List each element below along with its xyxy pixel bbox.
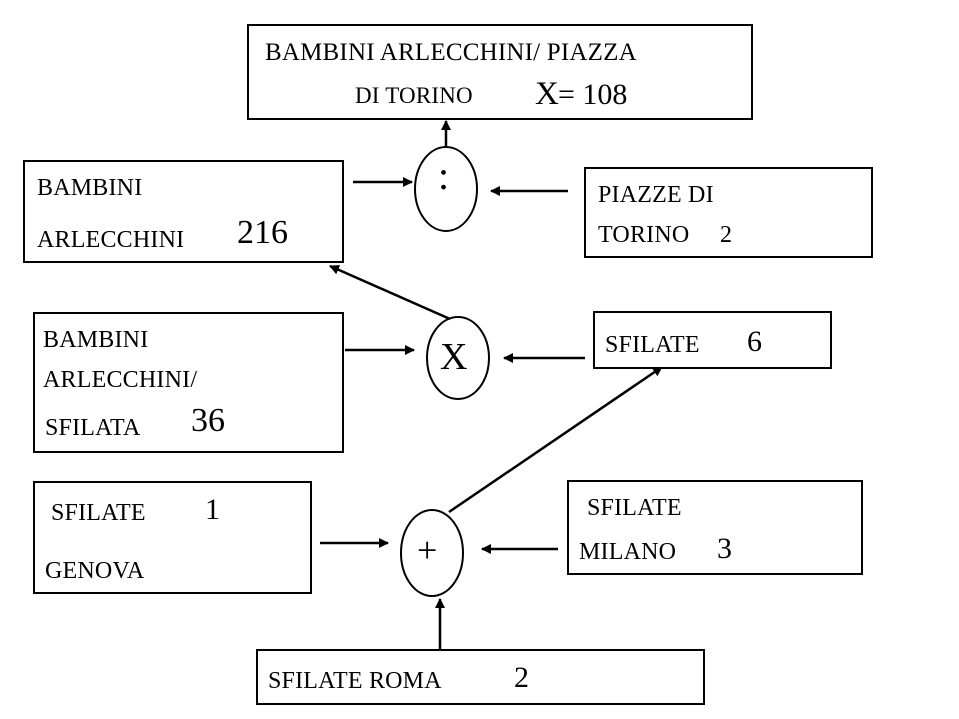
sfilate-total-text: SFILATE [605, 332, 700, 358]
genova-line1-text: SFILATE [51, 500, 146, 526]
divide-operator: : [438, 153, 450, 198]
milano-line1: SFILATE [587, 495, 682, 521]
result-unknown-x: X [535, 76, 559, 112]
total-children-box: BAMBINI ARLECCHINI 216 [23, 160, 344, 263]
per-sfilata-box: BAMBINI ARLECCHINI/ SFILATA 36 [33, 312, 344, 453]
add-operator: + [417, 530, 438, 570]
piazze-box: PIAZZE DI TORINO 2 [584, 167, 873, 258]
result-box: BAMBINI ARLECCHINI/ PIAZZA DI TORINO X =… [247, 24, 753, 120]
sfilate-total-box: SFILATE 6 [593, 311, 832, 369]
total-line2-text: ARLECCHINI [37, 227, 185, 253]
roma-box: SFILATE ROMA 2 [256, 649, 705, 705]
sfilate-total-value: 6 [747, 325, 762, 358]
result-value: = 108 [558, 78, 628, 111]
milano-box: SFILATE MILANO 3 [567, 480, 863, 575]
piazze-line1: PIAZZE DI [598, 182, 714, 208]
multiply-operator: X [440, 336, 468, 378]
piazze-value: 2 [720, 222, 733, 248]
per-sfilata-line2: ARLECCHINI/ [43, 367, 198, 393]
add-operator-ellipse [400, 509, 464, 597]
milano-line2-text: MILANO [579, 539, 677, 565]
total-value: 216 [237, 214, 288, 251]
genova-box: SFILATE 1 GENOVA [33, 481, 312, 594]
arrow-multiply-to-total [329, 264, 451, 321]
per-sfilata-line1: BAMBINI [43, 327, 149, 353]
genova-value: 1 [205, 493, 220, 526]
roma-value: 2 [514, 661, 529, 694]
multiply-operator-ellipse [426, 316, 490, 400]
per-sfilata-value: 36 [191, 402, 225, 439]
per-sfilata-line3-text: SFILATA [45, 415, 141, 441]
genova-line2: GENOVA [45, 558, 145, 584]
result-line1: BAMBINI ARLECCHINI/ PIAZZA [265, 39, 637, 66]
roma-text: SFILATE ROMA [268, 668, 442, 694]
milano-value: 3 [717, 532, 732, 565]
total-line1: BAMBINI [37, 175, 143, 201]
piazze-line2-text: TORINO [598, 222, 690, 248]
result-line2-text: DI TORINO [355, 83, 473, 108]
arrow-add-to-sfilate [448, 365, 663, 514]
